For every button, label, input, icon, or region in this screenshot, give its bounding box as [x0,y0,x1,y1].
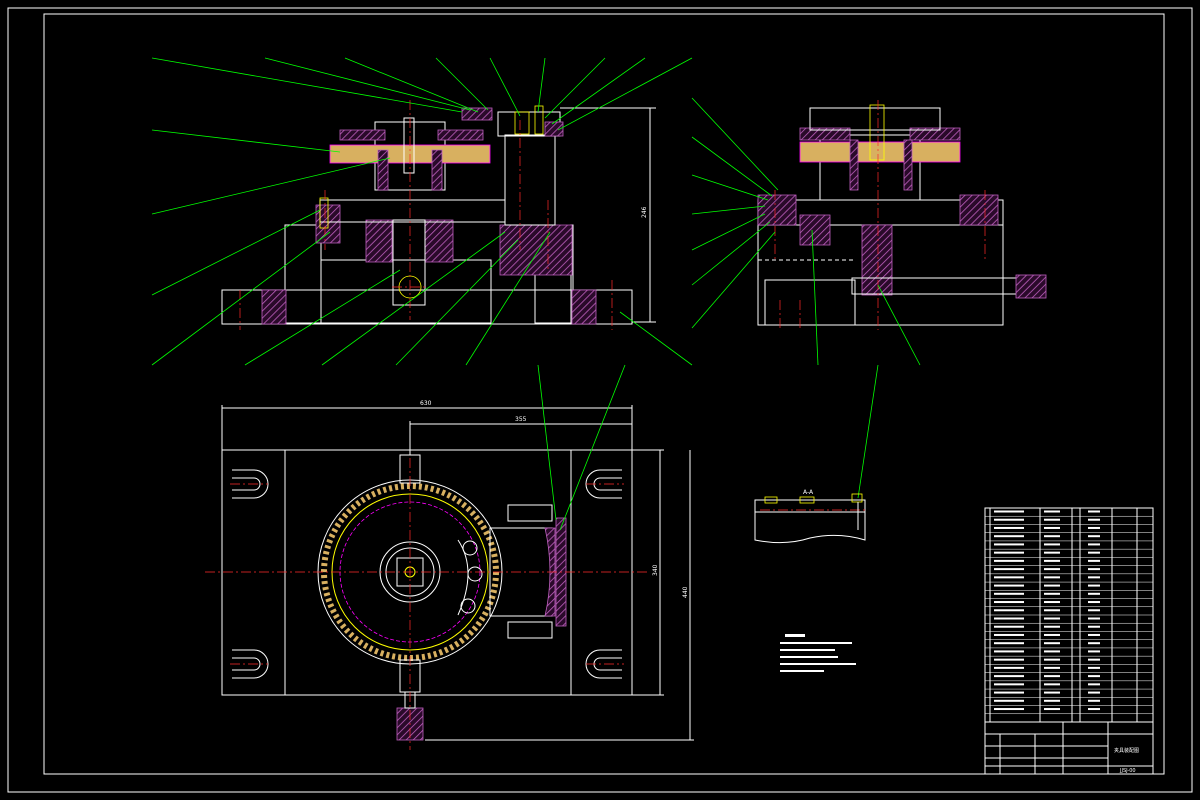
parts-list-cell-mark [1044,526,1060,529]
technical-notes [780,634,856,672]
parts-list-cell-mark [1088,576,1100,579]
parts-list-cell-mark [1044,543,1060,546]
parts-list-cell-mark [1044,650,1060,653]
section-label: A-A [803,489,814,496]
parts-list-cell-mark [994,510,1024,513]
parts-list-cell-mark [994,691,1024,694]
parts-list-cell-mark [1088,526,1100,529]
parts-list-cell-mark [1044,617,1060,620]
parts-list-cell-mark [1044,601,1060,604]
parts-list-cell-mark [1088,568,1100,571]
parts-list-cell-mark [994,708,1024,711]
front-view-leaders [151,57,693,366]
parts-list-cell-mark [1088,592,1100,595]
side-view-leaders [691,97,921,366]
parts-list-cell-mark [1088,691,1100,694]
plan-view-leaders [537,364,879,531]
parts-list-cell-mark [994,601,1024,604]
parts-list-cell-mark [1088,666,1100,669]
front-view: 246 [221,100,656,330]
dimension-height-front: 246 [641,206,648,218]
parts-list-cell-mark [1088,683,1100,686]
parts-list-cell-mark [994,568,1024,571]
parts-list-cell-mark [994,642,1024,645]
parts-list-cell-mark [1088,625,1100,628]
parts-list-cell-mark [994,584,1024,587]
parts-list-cell-mark [1088,510,1100,513]
section-detail: A-A [754,489,866,544]
parts-list-cell-mark [994,526,1024,529]
parts-list-cell-mark [1088,708,1100,711]
parts-list-cell-mark [1044,551,1060,554]
parts-list-cell-mark [1088,699,1100,702]
parts-list-cell-mark [1044,691,1060,694]
parts-list-cell-mark [1044,675,1060,678]
dimension-depth-outer: 440 [682,586,689,598]
plan-view: 630 355 340 440 [205,400,694,750]
parts-list-cell-mark [1088,559,1100,562]
title-block: 夹具装配图 JJSJ-00 [984,721,1154,775]
parts-list-cell-mark [994,675,1024,678]
parts-list-cell-mark [1044,708,1060,711]
parts-list-cell-mark [1044,683,1060,686]
dimension-depth-right: 340 [652,564,659,576]
parts-list-cell-mark [994,609,1024,612]
parts-list-cell-mark [1044,510,1060,513]
parts-list-cell-mark [1044,658,1060,661]
parts-list-cell-mark [1088,609,1100,612]
parts-list-cell-mark [1044,642,1060,645]
parts-list-cell-mark [994,576,1024,579]
parts-list-cell-mark [1088,650,1100,653]
parts-list-cell-mark [994,699,1024,702]
parts-list-cell-mark [1044,625,1060,628]
dimension-overall-width: 630 [420,400,432,407]
parts-list-cell-mark [994,617,1024,620]
parts-list-cell-mark [1044,568,1060,571]
parts-list-cell-mark [1088,658,1100,661]
parts-list-cell-mark [1044,666,1060,669]
parts-list-table [984,507,1154,723]
parts-list-cell-mark [1088,633,1100,636]
outer-frame [7,7,1193,793]
parts-list-cell-mark [994,625,1024,628]
parts-list-cell-mark [1088,584,1100,587]
parts-list-cell-mark [1044,559,1060,562]
parts-list-cell-mark [994,650,1024,653]
parts-list-cell-mark [994,543,1024,546]
parts-list-cell-mark [1044,535,1060,538]
parts-list-cell-mark [1044,584,1060,587]
parts-list-cell-mark [1044,699,1060,702]
title-text: 夹具装配图 [1114,747,1139,754]
parts-list-cell-mark [1088,543,1100,546]
dimension-half-width: 355 [515,416,527,423]
parts-list-cell-mark [1044,592,1060,595]
parts-list-cell-mark [1088,675,1100,678]
parts-list-cell-mark [994,683,1024,686]
parts-list-cell-mark [994,551,1024,554]
side-view [757,100,1047,330]
drawing-number: JJSJ-00 [1119,768,1136,774]
inner-frame [43,13,1165,775]
parts-list-cell-mark [1044,518,1060,521]
parts-list-cell-mark [1088,518,1100,521]
parts-list-cell-mark [994,592,1024,595]
parts-list-cell-mark [994,666,1024,669]
parts-list-cell-mark [1088,617,1100,620]
parts-list-cell-mark [1088,601,1100,604]
parts-list-cell-mark [994,633,1024,636]
parts-list-cell-mark [1044,576,1060,579]
parts-list-cell-mark [994,535,1024,538]
parts-list-cell-mark [1088,535,1100,538]
parts-list-cell-mark [994,518,1024,521]
parts-list-cell-mark [1088,642,1100,645]
parts-list-cell-mark [1088,551,1100,554]
parts-list-cell-mark [994,658,1024,661]
parts-list-cell-mark [1044,633,1060,636]
parts-list-cell-mark [994,559,1024,562]
parts-list-cell-mark [1044,609,1060,612]
